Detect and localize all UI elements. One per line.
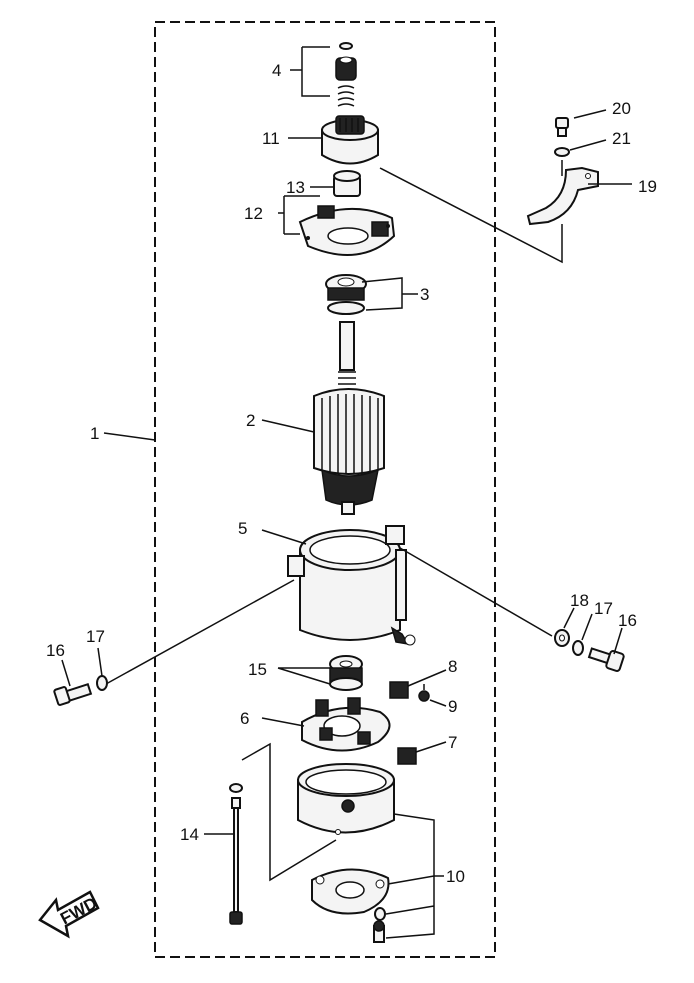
part-16-bolt-right <box>587 647 625 672</box>
part-17-washer-right <box>572 640 584 656</box>
label-17-right: 17 <box>594 599 613 618</box>
label-3: 3 <box>420 285 429 304</box>
part-17-washer-left <box>96 675 108 691</box>
part-15-bushings <box>329 655 363 691</box>
label-17-left: 17 <box>86 627 105 646</box>
label-19: 19 <box>638 177 657 196</box>
part-19-bracket <box>526 166 599 226</box>
label-18: 18 <box>570 591 589 610</box>
part-4-pinion-stop <box>335 42 357 107</box>
part-5-yoke <box>287 525 416 646</box>
label-12: 12 <box>244 204 263 223</box>
part-2-armature <box>313 321 385 515</box>
label-9: 9 <box>448 697 457 716</box>
part-12-end-housing <box>298 205 396 256</box>
part-21-washer <box>554 147 570 157</box>
part-3-washers <box>325 274 367 315</box>
part-8-brush <box>389 681 409 699</box>
label-14: 14 <box>180 825 199 844</box>
label-11: 11 <box>262 129 280 148</box>
part-16-bolt-left <box>53 682 93 706</box>
part-14-through-bolt <box>229 783 243 925</box>
assembly-boundary <box>154 21 496 958</box>
part-18-washer-right <box>554 629 570 647</box>
label-5: 5 <box>238 519 247 538</box>
label-16-left: 16 <box>46 641 65 660</box>
label-16-right: 16 <box>618 611 637 630</box>
label-10: 10 <box>446 867 465 886</box>
label-21: 21 <box>612 129 631 148</box>
part-9-screw <box>418 684 430 702</box>
part-13-bushing <box>333 170 361 197</box>
part-6-brush-holder <box>301 697 391 752</box>
label-6: 6 <box>240 709 249 728</box>
label-15: 15 <box>248 660 267 679</box>
part-20-bolt <box>555 117 569 137</box>
fwd-arrow-icon: FWD <box>38 890 100 939</box>
label-20: 20 <box>612 99 631 118</box>
part-11-pinion-drive <box>321 115 379 165</box>
label-7: 7 <box>448 733 457 752</box>
part-10-end-frame <box>297 763 395 943</box>
label-13: 13 <box>286 178 305 197</box>
part-7-brush <box>397 747 417 765</box>
label-1: 1 <box>90 424 99 443</box>
label-2: 2 <box>246 411 255 430</box>
label-4: 4 <box>272 61 281 80</box>
label-8: 8 <box>448 657 457 676</box>
